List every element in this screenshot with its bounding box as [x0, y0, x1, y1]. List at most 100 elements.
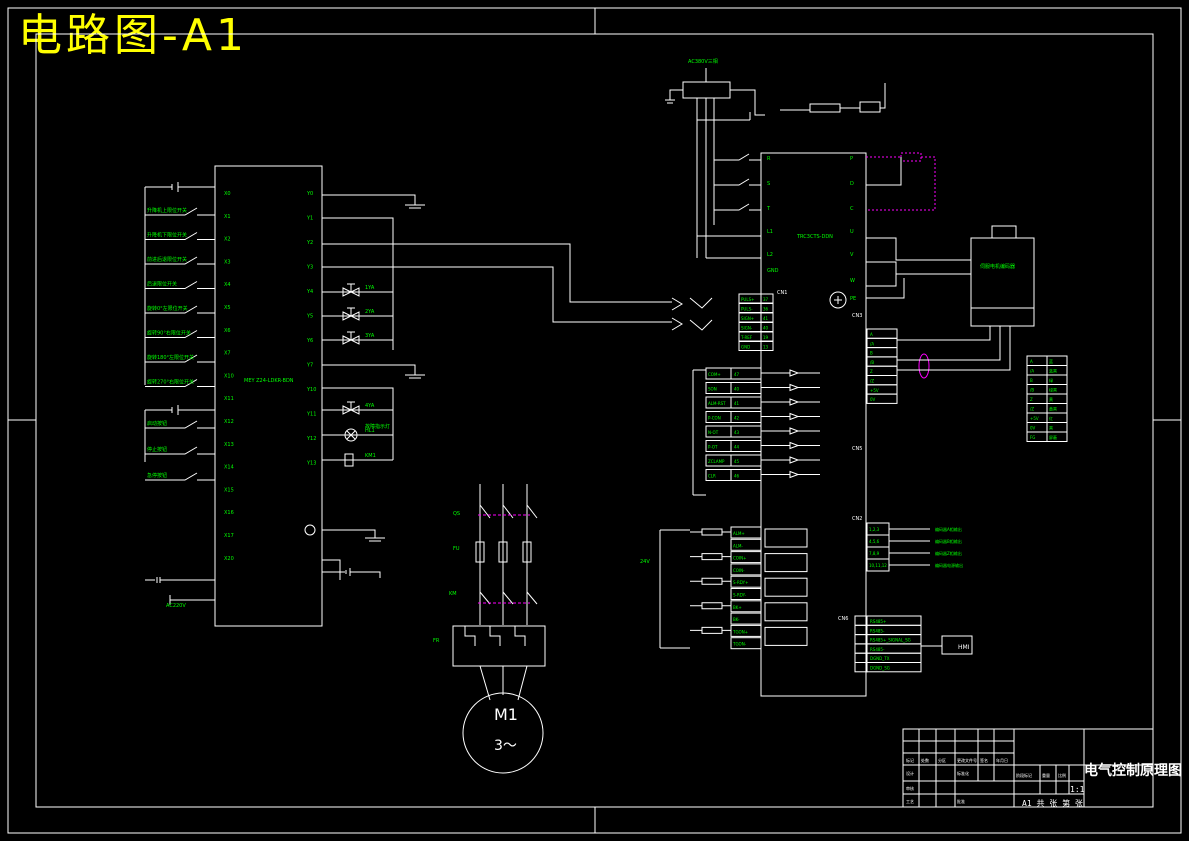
- plc-power-input: [145, 577, 215, 605]
- optocoupler-icon: [761, 412, 820, 421]
- cn6-signal: DGND_SG: [870, 666, 890, 671]
- encoder-color: 黑: [1049, 426, 1053, 431]
- title-block-field: 签名: [980, 757, 988, 763]
- drive-model-label: TRC3CTS-DDN: [796, 234, 833, 240]
- encoder-pin: FG: [1030, 435, 1035, 440]
- output-wiring: [322, 194, 425, 350]
- output-signal: TGON+: [732, 629, 748, 634]
- title-block-field: 阶段标记: [1016, 772, 1032, 778]
- relay-fr-label: FR: [433, 638, 440, 644]
- encoder-color: 绿: [1049, 377, 1053, 383]
- encoder-pin: /B: [1030, 388, 1034, 393]
- drive-terminal: C: [850, 206, 854, 212]
- output-signal: S-RDY-: [733, 593, 747, 598]
- optocoupler-icon: [761, 441, 820, 450]
- plc-output-pin: Y10: [306, 387, 316, 393]
- plc-input-pin: X20: [224, 556, 234, 562]
- indicator-lamp-icon: [344, 428, 358, 442]
- optocoupler-icon: [761, 470, 820, 479]
- switch-contact: [145, 232, 215, 240]
- output-rail: [659, 529, 690, 649]
- plc-output-pin: Y5: [306, 314, 313, 320]
- breaker-qs-label: QS: [453, 511, 460, 517]
- drive-terminal: S: [767, 181, 770, 187]
- drive-terminal: GND: [767, 268, 779, 274]
- encoder-pin: /A: [1030, 369, 1034, 374]
- switch-contact: [145, 281, 215, 289]
- fuse-fu-label: FU: [453, 546, 460, 552]
- output-signal: COIN+: [733, 556, 746, 561]
- plc-output-pin: Y3: [306, 265, 313, 271]
- output-resistor-icon: [690, 626, 731, 634]
- solenoid-valve-icon: [342, 307, 360, 321]
- cn6-signal-cell: [866, 662, 922, 673]
- encoder-color: 绿黑: [1049, 387, 1057, 393]
- output-device-label: 3YA: [365, 333, 375, 339]
- conn-cn3-label: CN3: [852, 313, 862, 319]
- switch-label: 升降机上限位开关: [147, 207, 187, 214]
- drive-ac-supply-label: AC380V三相: [688, 58, 718, 65]
- io-signal: N-OT: [708, 430, 719, 435]
- output-signal-cell: [730, 637, 762, 650]
- cn1-pin: 41: [763, 316, 769, 321]
- optocoupler-icon: [761, 383, 820, 392]
- drive-terminal: L2: [767, 252, 773, 258]
- cn6-signal: RS485+: [870, 619, 886, 624]
- cn5-label: 编码器Z相输出: [935, 550, 962, 556]
- encoder-color: 蓝黑: [1049, 368, 1057, 374]
- output-wiring-2: [322, 364, 425, 461]
- io-pin: 46: [734, 474, 740, 479]
- output-optocoupler-icon: [764, 528, 808, 548]
- plc-input-pin: X2: [224, 237, 231, 243]
- encoder-box-label: 伺服电机编码器: [980, 263, 1015, 270]
- plc-input-pin: X7: [224, 351, 231, 357]
- title-block-field: 分区: [938, 757, 946, 763]
- output-signal: BK-: [733, 617, 740, 622]
- io-signal: CLR: [708, 474, 716, 479]
- io-rail: [692, 369, 706, 496]
- switch-label: 启动按钮: [147, 420, 167, 427]
- solenoid-valve-icon: [342, 401, 360, 415]
- output-device-label: 4YA: [365, 403, 375, 409]
- io-pin: 45: [734, 459, 740, 464]
- drive-terminal: V: [850, 252, 854, 258]
- cn6-pin-cell: [854, 662, 868, 673]
- input-switches: 升降机上限位开关升降机下限位开关前进后退限位开关后退限位开关旋转0°左限位开关旋…: [144, 182, 215, 609]
- plc-input-pin: X3: [224, 259, 231, 265]
- cn1-signal: SIGN+: [741, 316, 754, 321]
- switch-label: 旋转0°左限位开关: [147, 305, 188, 312]
- conn-cn5-label: CN5: [852, 446, 862, 452]
- switch-contact: [145, 420, 215, 429]
- plc-input-pins: X0X1X2X3X4X5X6X7X10X11X12X13X14X15X16X17…: [224, 191, 234, 562]
- plc-output-pin: Y7: [306, 363, 313, 369]
- plc-input-pin: X6: [224, 328, 231, 334]
- motor-power-circuit: [452, 484, 546, 774]
- optocoupler-icon: [761, 398, 820, 406]
- cn3-row: /B: [870, 360, 874, 365]
- cn5-label: 编码器B相输出: [935, 538, 962, 544]
- motor-phase: 3～: [494, 738, 517, 754]
- cn6-signal: DGND_TX: [870, 656, 890, 661]
- plc-drive-wiring: [322, 243, 713, 331]
- title-block-field: 处数: [921, 757, 929, 763]
- io-pin: 47: [734, 372, 740, 377]
- cn1-pin: 13: [763, 345, 769, 350]
- switch-label: 旋转270°右限位开关: [147, 379, 194, 386]
- drawing-scale: 1:1: [1070, 785, 1085, 794]
- drive-terminal: U: [850, 229, 854, 235]
- drive-terminal: D: [850, 181, 854, 187]
- encoder-color: 蓝: [1049, 358, 1053, 364]
- drive-io-outputs: 24VALM+ALM-COIN+COIN-S-RDY+S-RDY-BK+BK-T…: [640, 526, 808, 650]
- output-device-label: HL1: [365, 428, 375, 434]
- encoder-color: 屏蔽: [1049, 434, 1057, 440]
- switch-contact: [145, 256, 215, 265]
- io-pin: 42: [734, 416, 740, 421]
- encoder-color: 黄: [1049, 396, 1053, 402]
- cn6-pin-cell: [854, 643, 868, 654]
- io-signal: ZCLAMP: [708, 459, 725, 464]
- output-ground: [322, 529, 385, 580]
